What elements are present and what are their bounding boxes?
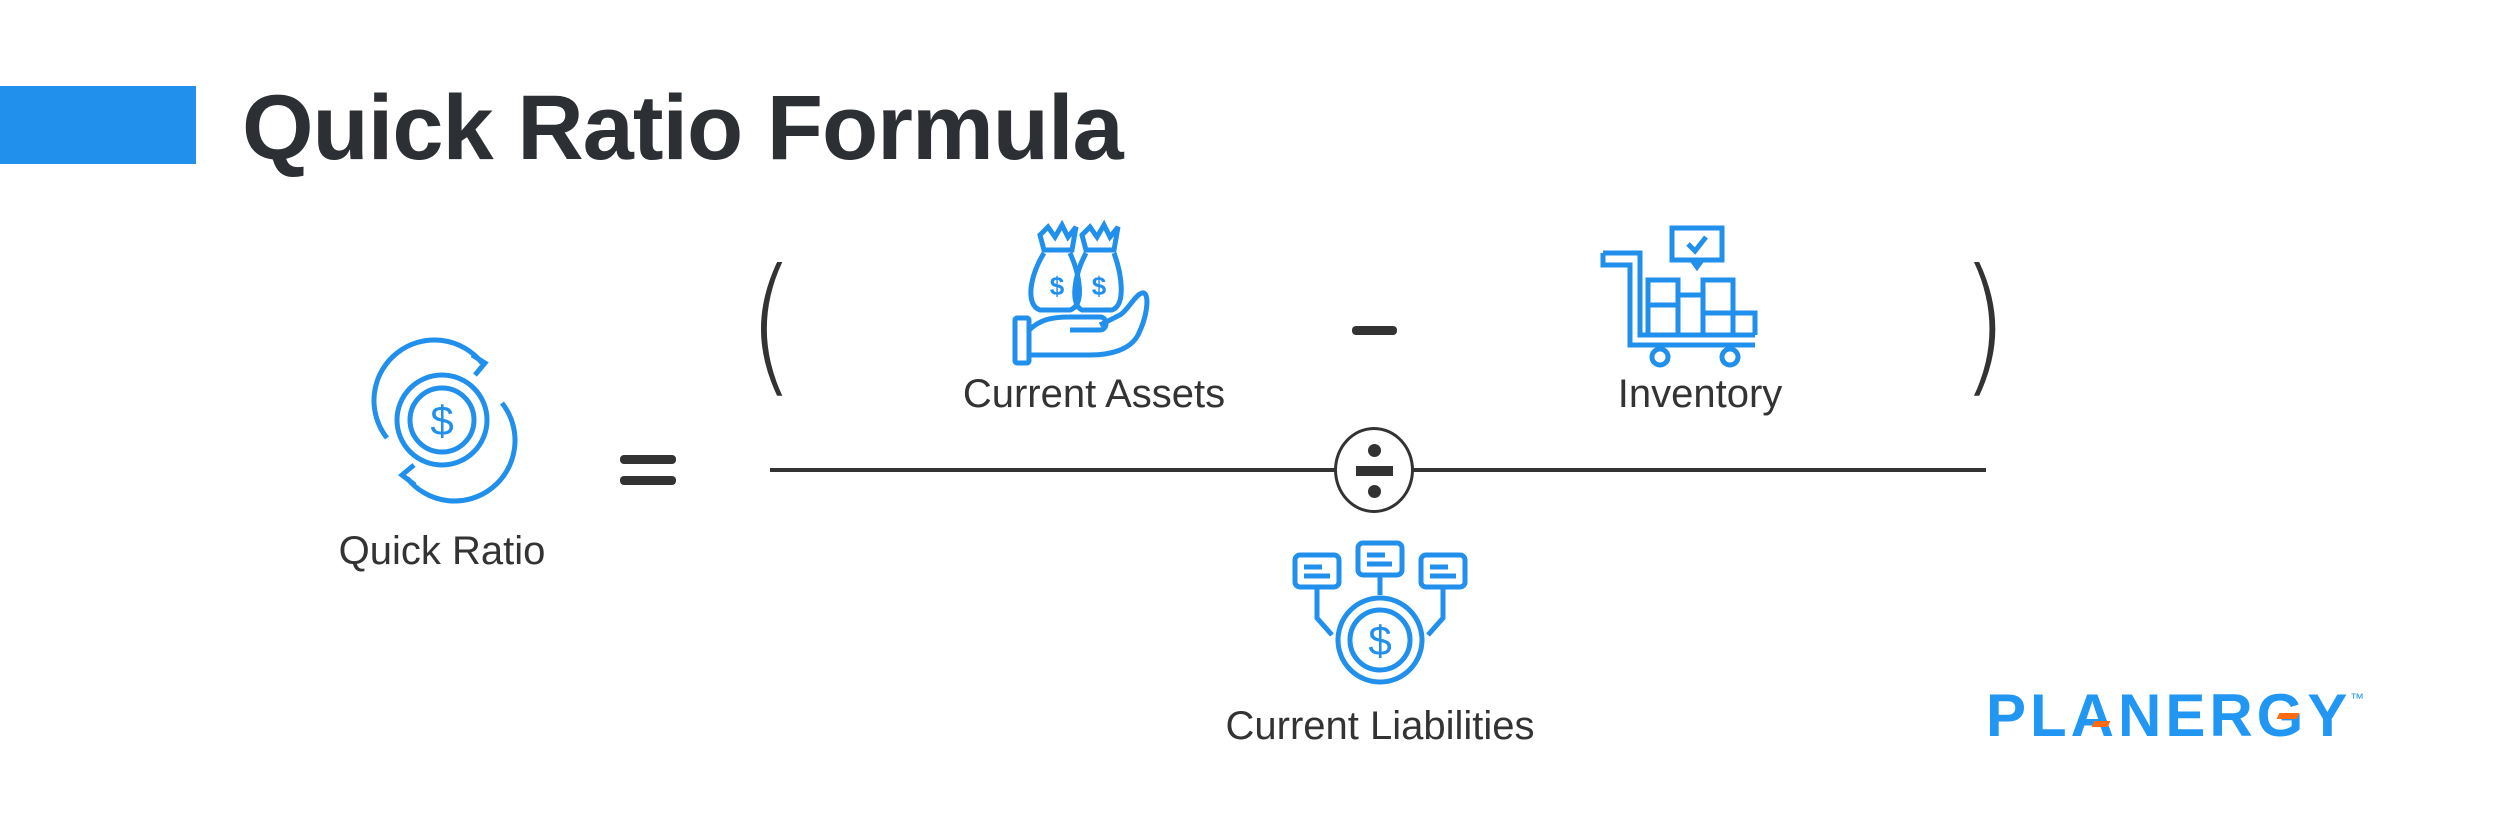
logo-orange-accent-a xyxy=(2091,721,2111,727)
page-title: Quick Ratio Formula xyxy=(242,77,1124,179)
liabilities-network-icon: $ xyxy=(1292,540,1468,685)
svg-text:$: $ xyxy=(430,397,453,444)
left-parenthesis: ( xyxy=(747,238,795,412)
logo-orange-accent-g xyxy=(2276,713,2300,719)
current-assets-label: Current Assets xyxy=(962,372,1226,416)
svg-text:$: $ xyxy=(1050,271,1065,301)
accent-bar xyxy=(0,86,196,164)
inventory-cart-icon xyxy=(1600,225,1758,368)
equals-sign-bottom xyxy=(620,476,676,485)
inventory-label: Inventory xyxy=(1617,372,1783,416)
svg-text:$: $ xyxy=(1368,617,1391,664)
svg-text:$: $ xyxy=(1092,271,1107,301)
trademark-symbol: ™ xyxy=(2350,690,2364,706)
equals-sign xyxy=(620,455,676,464)
right-parenthesis: ) xyxy=(1960,238,2008,412)
minus-sign xyxy=(1352,326,1397,335)
dollar-cycle-icon: $ xyxy=(371,337,518,504)
divide-sign xyxy=(1334,427,1414,513)
money-bags-hand-icon: $ $ xyxy=(1012,219,1150,366)
current-liabilities-label: Current Liabilities xyxy=(1225,704,1535,748)
quick-ratio-label: Quick Ratio xyxy=(338,529,546,573)
